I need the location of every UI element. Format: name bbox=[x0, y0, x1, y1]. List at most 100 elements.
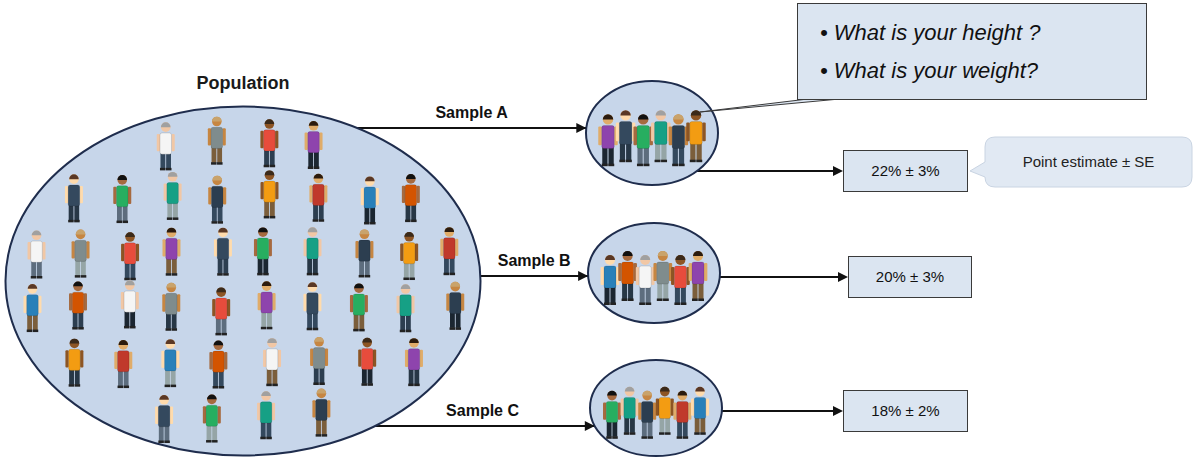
person-leg bbox=[693, 282, 698, 299]
person-hair bbox=[214, 341, 224, 346]
person-leg bbox=[400, 314, 405, 330]
person-figure bbox=[69, 282, 87, 330]
person-hair bbox=[625, 387, 635, 392]
person-figure bbox=[686, 110, 705, 162]
person-arm bbox=[455, 239, 458, 256]
person-arm bbox=[177, 239, 180, 256]
person-shoe bbox=[677, 436, 683, 439]
person-hair bbox=[450, 282, 460, 287]
sample-label: Sample A bbox=[432, 103, 510, 122]
person-shoe bbox=[118, 386, 124, 389]
person-leg bbox=[661, 142, 666, 160]
person-leg bbox=[267, 368, 272, 384]
person-shoe bbox=[261, 327, 267, 330]
person-hair bbox=[314, 337, 324, 342]
person-head bbox=[314, 174, 324, 184]
person-figure bbox=[689, 251, 708, 301]
person-head bbox=[317, 389, 327, 399]
person-leg bbox=[628, 282, 633, 299]
person-torso bbox=[361, 348, 373, 369]
person-hair bbox=[159, 395, 169, 400]
person-hair bbox=[69, 174, 79, 179]
person-figure bbox=[208, 176, 226, 224]
person-figure bbox=[121, 232, 139, 280]
person-shoe bbox=[270, 216, 276, 219]
person-shoe bbox=[364, 222, 370, 225]
person-torso bbox=[619, 122, 631, 145]
person-torso bbox=[677, 401, 689, 422]
person-shoe bbox=[172, 273, 178, 276]
person-hair bbox=[119, 340, 129, 345]
person-torso bbox=[264, 130, 276, 151]
person-shoe bbox=[319, 383, 325, 386]
person-arm bbox=[136, 244, 139, 261]
person-arm bbox=[318, 239, 321, 256]
person-arm bbox=[673, 402, 676, 419]
person-shoe bbox=[626, 160, 632, 163]
person-shoe bbox=[213, 386, 219, 389]
person-hair bbox=[218, 228, 228, 233]
person-figure bbox=[261, 170, 279, 218]
survey-question: • What is your weight? bbox=[820, 58, 1038, 84]
person-torso bbox=[260, 402, 272, 423]
person-shoe bbox=[681, 303, 687, 306]
person-figure bbox=[162, 283, 180, 331]
person-leg bbox=[166, 152, 171, 168]
person-leg bbox=[444, 257, 449, 273]
person-leg bbox=[700, 417, 705, 433]
person-arm bbox=[155, 407, 158, 424]
person-torso bbox=[316, 399, 328, 420]
person-torso bbox=[694, 397, 706, 418]
person-torso bbox=[167, 183, 179, 204]
person-arm bbox=[691, 398, 694, 415]
person-hair bbox=[216, 287, 226, 292]
person-arm bbox=[358, 349, 361, 366]
person-arm bbox=[686, 123, 689, 142]
person-shoe bbox=[645, 303, 651, 306]
person-figure bbox=[633, 114, 652, 166]
person-torso bbox=[31, 241, 43, 262]
person-arm bbox=[214, 239, 217, 256]
person-figure bbox=[304, 227, 322, 275]
person-shoe bbox=[696, 160, 702, 163]
person-shoe bbox=[124, 386, 130, 389]
person-torso bbox=[158, 406, 170, 427]
person-shoe bbox=[166, 328, 172, 331]
person-hair bbox=[673, 114, 683, 119]
person-figure bbox=[397, 284, 415, 332]
population-label: Population bbox=[4, 72, 482, 94]
person-head bbox=[125, 280, 135, 290]
person-figure bbox=[402, 174, 420, 222]
person-figure bbox=[260, 119, 278, 167]
person-shoe bbox=[211, 162, 217, 165]
sample-ellipse bbox=[590, 360, 722, 456]
person-figure bbox=[212, 287, 230, 335]
person-leg bbox=[212, 205, 217, 221]
person-shoe bbox=[637, 164, 643, 167]
person-torso bbox=[117, 186, 129, 207]
person-head bbox=[212, 117, 222, 127]
person-leg bbox=[655, 142, 660, 160]
person-leg bbox=[406, 314, 411, 330]
person-shoe bbox=[130, 278, 136, 281]
person-shoe bbox=[171, 385, 177, 388]
survey-question: • What is your height ? bbox=[820, 20, 1040, 46]
person-leg bbox=[663, 282, 668, 299]
person-arm bbox=[325, 349, 328, 366]
person-leg bbox=[698, 282, 703, 299]
person-leg bbox=[78, 311, 83, 327]
person-figure bbox=[65, 339, 83, 387]
person-leg bbox=[307, 312, 312, 328]
person-torso bbox=[659, 397, 671, 418]
person-leg bbox=[637, 146, 642, 164]
person-head bbox=[267, 338, 277, 348]
person-leg bbox=[258, 257, 263, 273]
person-arm bbox=[636, 267, 639, 285]
estimate-box: 18% ± 2% bbox=[843, 390, 968, 432]
person-hair bbox=[167, 228, 177, 233]
person-shoe bbox=[316, 434, 322, 437]
person-figure bbox=[163, 228, 181, 276]
person-head bbox=[638, 114, 648, 124]
person-hair bbox=[656, 110, 666, 115]
person-torso bbox=[622, 262, 634, 284]
